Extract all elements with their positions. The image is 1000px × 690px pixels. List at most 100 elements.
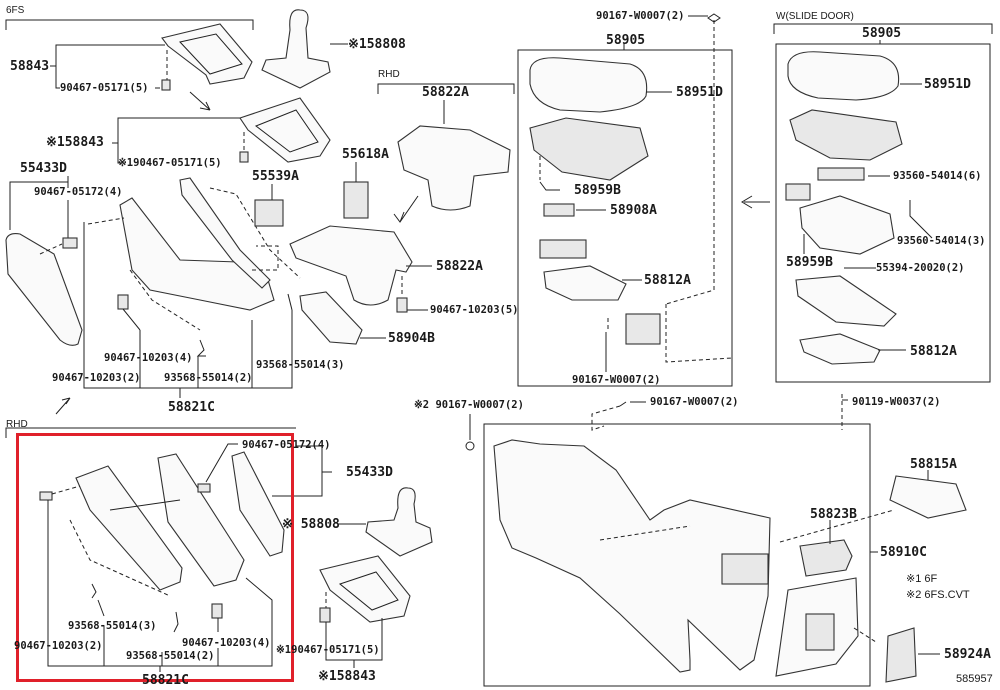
part-label[interactable]: ※190467-05171(5)	[118, 157, 222, 169]
console-body-58910c	[493, 439, 771, 673]
part-label[interactable]: ※ 58808	[282, 517, 340, 532]
part-label[interactable]: 58822A	[422, 85, 469, 100]
part-label[interactable]: 93560-54014(3)	[897, 235, 986, 247]
screw-93568-bottom-b	[173, 611, 179, 633]
tray-58812a-a	[543, 265, 627, 301]
note-mark: ※2	[906, 589, 922, 601]
clip-90467-10203-bottom-b	[211, 603, 223, 619]
part-label[interactable]: 90467-05172(4)	[242, 439, 331, 451]
mat-58815a	[889, 475, 967, 519]
bezel-58823b	[799, 539, 853, 577]
part-label[interactable]: ※158843	[46, 135, 104, 150]
clip-90467-10203-top-a	[117, 294, 129, 310]
part-label[interactable]: 90167-W0007(2)	[596, 10, 685, 22]
group-bracket-slide-door	[773, 23, 993, 34]
part-label[interactable]: 58822A	[436, 259, 483, 274]
armrest-lid-58951d-a	[529, 57, 648, 113]
console-opening	[721, 553, 769, 585]
part-label[interactable]: 90467-10203(2)	[14, 640, 103, 652]
part-label[interactable]: 58924A	[944, 647, 991, 662]
part-label[interactable]: 55433D	[20, 161, 67, 176]
part-label[interactable]: 58821C	[168, 400, 215, 415]
shift-bezel-top	[161, 23, 253, 85]
leader-58843-mid	[112, 117, 240, 164]
part-label[interactable]: 58815A	[910, 457, 957, 472]
box-58905-b	[775, 43, 991, 383]
part-label[interactable]: 55394-20020(2)	[876, 262, 965, 274]
part-label[interactable]: 93568-55014(2)	[164, 372, 253, 384]
console-frame-rail	[179, 177, 271, 289]
shift-boot-bottom	[365, 487, 433, 557]
part-label[interactable]: 58959B	[786, 255, 833, 270]
leader-55433d-bottom	[272, 445, 332, 497]
part-label[interactable]: 90167-W0007(2)	[572, 374, 661, 386]
shift-bezel-bottom-opening	[338, 571, 399, 611]
switch-55539a	[254, 199, 284, 227]
part-label[interactable]: 55539A	[252, 169, 299, 184]
side-panel-55433d-left	[5, 233, 83, 346]
group-bracket-rhd-top	[377, 83, 515, 94]
note-text: 6FS.CVT	[924, 589, 970, 601]
clip-90467-05171-top	[161, 79, 171, 91]
part-label[interactable]: 90467-05171(5)	[60, 82, 149, 94]
part-label[interactable]: 58812A	[644, 273, 691, 288]
tray-58812a-b	[799, 333, 881, 365]
part-label[interactable]: 93568-55014(2)	[126, 650, 215, 662]
plate-b	[795, 275, 897, 327]
part-label[interactable]: 93560-54014(6)	[893, 170, 982, 182]
part-label[interactable]: 58904B	[388, 331, 435, 346]
part-label[interactable]: 55433D	[346, 465, 393, 480]
part-label[interactable]: 90467-10203(4)	[182, 637, 271, 649]
part-label[interactable]: 58812A	[910, 344, 957, 359]
part-label[interactable]: 58951D	[676, 85, 723, 100]
part-label[interactable]: 90467-10203(5)	[430, 304, 519, 316]
leader-90167-mid	[619, 401, 646, 407]
clip-90467-10203-5	[396, 297, 408, 313]
part-label[interactable]: 93568-55014(3)	[256, 359, 345, 371]
group-label-slide-door: W(SLIDE DOOR)	[776, 11, 854, 22]
cup-holder-58822a-mid	[289, 225, 413, 306]
part-label[interactable]: ※158808	[348, 37, 406, 52]
armrest-base-a	[529, 117, 649, 181]
armrest-base-b	[789, 109, 903, 161]
note-1: ※1 6F	[906, 574, 937, 585]
part-label[interactable]: 58951D	[924, 77, 971, 92]
console-side-left-58821c	[75, 465, 183, 591]
screw-93568-top-a	[196, 339, 206, 357]
part-label[interactable]: 58905	[606, 33, 646, 48]
clip-90467-05172-bottom	[197, 483, 211, 493]
screw-90167-top	[707, 13, 721, 23]
part-label[interactable]: 58905	[862, 26, 902, 41]
part-label[interactable]: 58908A	[610, 203, 657, 218]
leader-58821c-top	[83, 222, 293, 398]
part-label[interactable]: 90167-W0007(2)	[650, 396, 739, 408]
part-label[interactable]: ※158843	[318, 669, 376, 684]
part-label[interactable]: 58843	[10, 59, 50, 74]
part-label[interactable]: 90119-W0037(2)	[852, 396, 941, 408]
shift-boot-top	[261, 9, 331, 89]
side-trim-55433d-bottom	[231, 451, 285, 557]
part-label[interactable]: 55618A	[342, 147, 389, 162]
part-label[interactable]: ※2 90167-W0007(2)	[414, 399, 524, 411]
part-label[interactable]: 90467-10203(4)	[104, 352, 193, 364]
hinge-bar-b	[817, 167, 865, 181]
screw-90167-note2	[465, 441, 475, 451]
group-bracket-6fs	[5, 19, 254, 30]
part-label[interactable]: 90467-05172(4)	[34, 186, 123, 198]
part-label[interactable]: ※190467-05171(5)	[276, 644, 380, 656]
usb-port-58924a	[885, 627, 917, 683]
rear-panel-opening	[805, 613, 835, 651]
console-side-right-58821c	[157, 453, 245, 587]
highlight-selection-box	[16, 433, 294, 682]
part-label[interactable]: 90467-10203(2)	[52, 372, 141, 384]
group-label-rhd-top: RHD	[378, 69, 400, 80]
part-label[interactable]: 58823B	[810, 507, 857, 522]
arrow-down-right	[189, 91, 211, 111]
arrow-up-right	[55, 397, 71, 415]
part-label[interactable]: 58910C	[880, 545, 927, 560]
part-label[interactable]: 58821C	[142, 673, 189, 688]
part-label[interactable]: 58959B	[574, 183, 621, 198]
leader-55433d-top	[9, 181, 69, 230]
cushion-58959b-a	[539, 181, 560, 191]
part-label[interactable]: 93568-55014(3)	[68, 620, 157, 632]
